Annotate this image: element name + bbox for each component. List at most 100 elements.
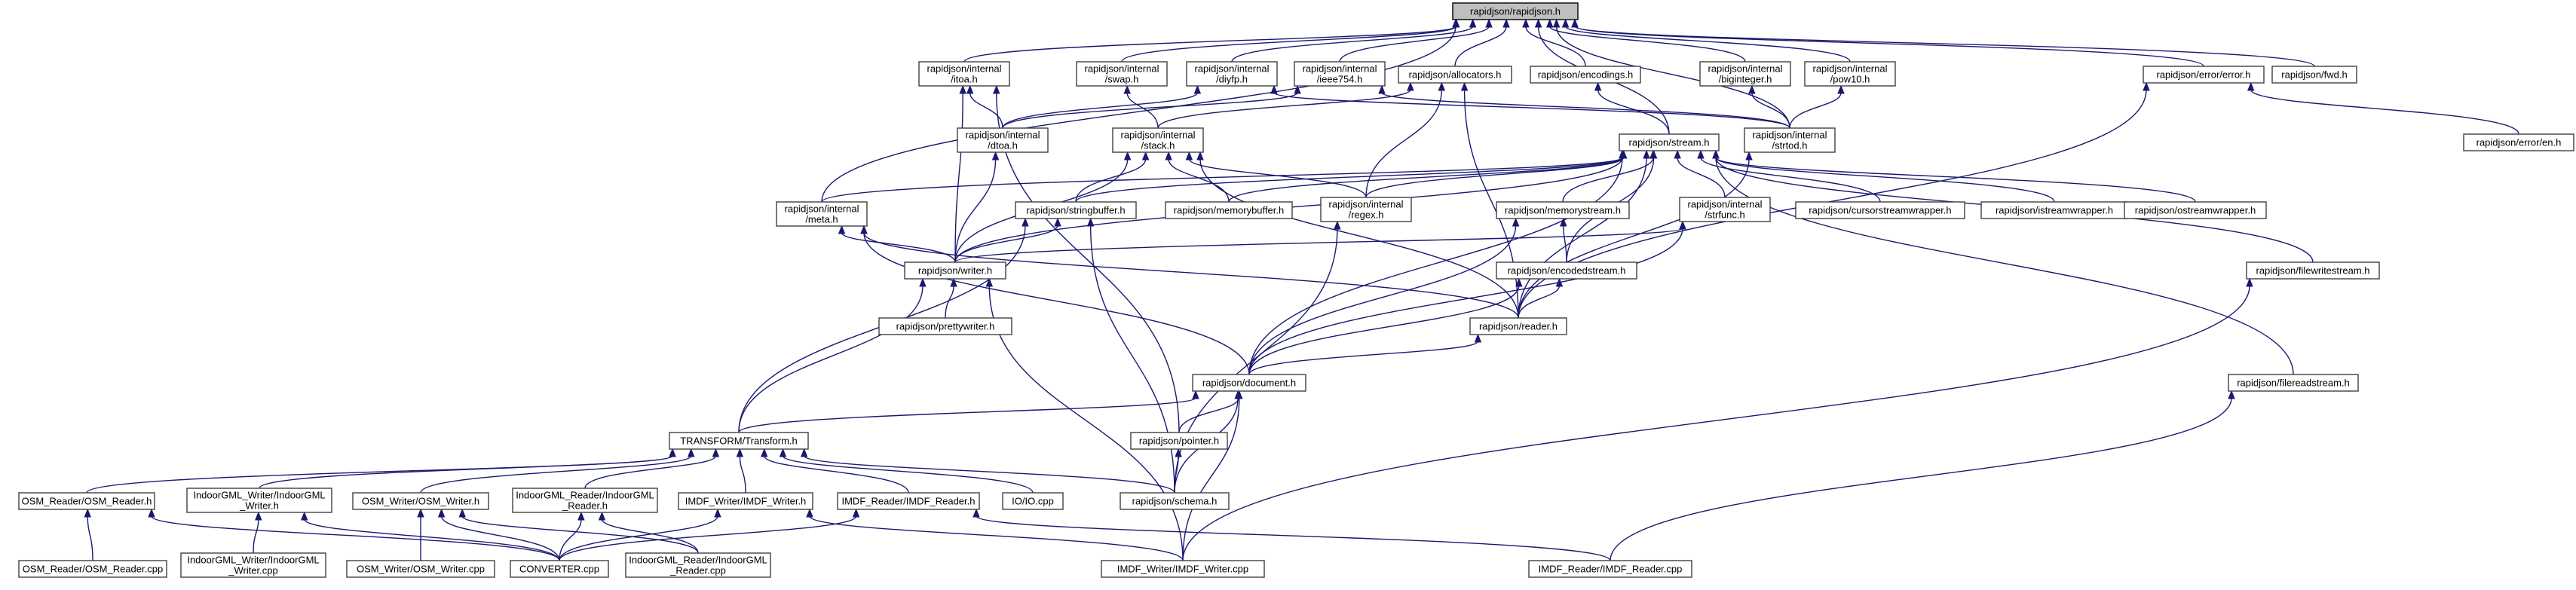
- edge-pow10-to-rapidjson: [1564, 26, 1851, 63]
- node-osm-writer-h[interactable]: OSM_Writer/OSM_Writer.h: [352, 492, 489, 510]
- node-schema[interactable]: rapidjson/schema.h: [1120, 492, 1230, 510]
- edge-schema-to-stringbuffer: [1089, 225, 1175, 494]
- edge-transform-to-writer: [738, 285, 924, 433]
- edge-strtod-to-biginteger: [1751, 92, 1790, 129]
- edge-encodings-to-rapidjson: [1525, 26, 1586, 67]
- node-io-cpp[interactable]: IO/IO.cpp: [1002, 492, 1064, 510]
- node-allocators[interactable]: rapidjson/allocators.h: [1398, 66, 1512, 84]
- edge-strtod-to-pow10: [1789, 92, 1842, 129]
- node-prettywriter[interactable]: rapidjson/prettywriter.h: [878, 317, 1012, 335]
- node-osm-writer-cpp[interactable]: OSM_Writer/OSM_Writer.cpp: [346, 560, 495, 578]
- arrowhead-indoorgml_reader_cpp-to-indoorgml_reader_h: [598, 511, 606, 521]
- edge-imdf_reader_h-to-transform: [764, 455, 909, 494]
- node-converter-cpp[interactable]: CONVERTER.cpp: [510, 560, 609, 578]
- node-ostreamwrapper[interactable]: rapidjson/ostreamwrapper.h: [2124, 201, 2267, 219]
- node-box: [776, 201, 868, 227]
- node-imdf-writer-h[interactable]: IMDF_Writer/IMDF_Writer.h: [678, 492, 813, 510]
- edge-error_en-to-error: [2250, 89, 2519, 135]
- arrowhead-strtod-to-ieee754: [1378, 84, 1386, 94]
- node-istreamwrapper[interactable]: rapidjson/istreamwrapper.h: [1980, 201, 2128, 219]
- node-indoorgml-writer-cpp[interactable]: IndoorGML_Writer/IndoorGML_Writer.cpp: [180, 552, 326, 578]
- node-biginteger[interactable]: rapidjson/internal/biginteger.h: [1699, 61, 1791, 87]
- edge-regex-to-stack: [1188, 158, 1367, 198]
- node-box: [1679, 197, 1771, 222]
- node-reader[interactable]: rapidjson/reader.h: [1469, 317, 1567, 335]
- node-box: [1530, 66, 1641, 84]
- node-osm-reader-cpp[interactable]: OSM_Reader/OSM_Reader.cpp: [18, 560, 167, 578]
- node-box: [918, 61, 1010, 87]
- node-label: /itoa.h: [951, 74, 977, 85]
- node-ieee754[interactable]: rapidjson/internal/ieee754.h: [1294, 61, 1386, 87]
- node-label: rapidjson/schema.h: [1132, 496, 1218, 507]
- edge-meta-to-rapidjson: [821, 26, 1456, 203]
- edge-stringbuffer-to-stack: [1075, 158, 1147, 203]
- node-indoorgml-reader-cpp[interactable]: IndoorGML_Reader/IndoorGML_Reader.cpp: [625, 552, 771, 578]
- node-itoa[interactable]: rapidjson/internal/itoa.h: [918, 61, 1010, 87]
- node-box: [352, 492, 489, 510]
- node-indoorgml-reader-h[interactable]: IndoorGML_Reader/IndoorGML_Reader.h: [512, 488, 658, 513]
- node-fwd[interactable]: rapidjson/fwd.h: [2271, 66, 2357, 84]
- edge-encodedstream-to-memorystream: [1563, 225, 1567, 263]
- node-stack[interactable]: rapidjson/internal/stack.h: [1112, 127, 1204, 153]
- arrowhead-strtod-to-diyfp: [1270, 84, 1278, 94]
- node-regex[interactable]: rapidjson/internal/regex.h: [1320, 197, 1412, 222]
- arrowhead-dtoa-to-diyfp: [1193, 84, 1202, 94]
- node-strfunc[interactable]: rapidjson/internal/strfunc.h: [1679, 197, 1771, 222]
- node-box: [1186, 61, 1278, 87]
- node-filewritestream[interactable]: rapidjson/filewritestream.h: [2246, 261, 2380, 280]
- node-encodedstream[interactable]: rapidjson/encodedstream.h: [1496, 261, 1637, 280]
- edge-reader-to-encodedstream: [1518, 285, 1561, 319]
- node-pointer[interactable]: rapidjson/pointer.h: [1130, 432, 1228, 450]
- node-stringbuffer[interactable]: rapidjson/stringbuffer.h: [1015, 201, 1137, 219]
- node-error-en[interactable]: rapidjson/error/en.h: [2463, 133, 2574, 151]
- node-strtod[interactable]: rapidjson/internal/strtod.h: [1744, 127, 1836, 153]
- edge-strtod-to-rapidjson: [1555, 26, 1790, 129]
- node-swap[interactable]: rapidjson/internal/swap.h: [1076, 61, 1168, 87]
- arrowhead-stack-to-swap: [1123, 84, 1131, 94]
- node-filereadstream[interactable]: rapidjson/filereadstream.h: [2228, 374, 2359, 392]
- node-pow10[interactable]: rapidjson/internal/pow10.h: [1804, 61, 1896, 87]
- edge-document-to-encodedstream: [1248, 285, 1520, 375]
- edge-imdf_reader_cpp-to-imdf_reader_h: [976, 515, 1611, 561]
- arrowhead-converter_cpp-to-indoorgml_writer_h: [300, 511, 308, 521]
- node-transform[interactable]: TRANSFORM/Transform.h: [669, 432, 809, 450]
- arrowhead-imdf_writer_cpp-to-writer: [985, 277, 994, 287]
- node-imdf-reader-h[interactable]: IMDF_Reader/IMDF_Reader.h: [837, 492, 980, 510]
- arrowhead-imdf_reader_cpp-to-filereadstream: [2228, 390, 2235, 399]
- node-writer[interactable]: rapidjson/writer.h: [904, 261, 1006, 280]
- node-encodings[interactable]: rapidjson/encodings.h: [1530, 66, 1641, 84]
- node-imdf-reader-cpp[interactable]: IMDF_Reader/IMDF_Reader.cpp: [1528, 560, 1692, 578]
- edge-strtod-to-diyfp: [1273, 92, 1790, 129]
- node-diyfp[interactable]: rapidjson/internal/diyfp.h: [1186, 61, 1278, 87]
- node-label: _Writer.h: [239, 500, 279, 512]
- node-indoorgml-writer-h[interactable]: IndoorGML_Writer/IndoorGML_Writer.h: [186, 488, 332, 513]
- arrowhead-prettywriter-to-writer: [950, 277, 957, 287]
- arrowhead-writer-to-dtoa: [991, 151, 1000, 160]
- node-imdf-writer-cpp[interactable]: IMDF_Writer/IMDF_Writer.cpp: [1101, 560, 1265, 578]
- arrowhead-stream-to-rapidjson: [1534, 18, 1542, 28]
- node-box: [18, 560, 167, 578]
- node-document[interactable]: rapidjson/document.h: [1192, 374, 1306, 392]
- node-stream[interactable]: rapidjson/stream.h: [1619, 133, 1720, 151]
- node-meta[interactable]: rapidjson/internal/meta.h: [776, 201, 868, 227]
- node-box: [1076, 61, 1168, 87]
- edge-schema-to-pointer: [1174, 455, 1179, 494]
- node-rapidjson[interactable]: rapidjson/rapidjson.h: [1452, 2, 1579, 20]
- node-dtoa[interactable]: rapidjson/internal/dtoa.h: [957, 127, 1049, 153]
- edge-itoa-to-rapidjson: [963, 26, 1456, 63]
- node-memorystream[interactable]: rapidjson/memorystream.h: [1496, 201, 1630, 219]
- node-label: rapidjson/error/error.h: [2157, 69, 2251, 81]
- node-label: IndoorGML_Writer/IndoorGML: [193, 490, 325, 501]
- node-label: rapidjson/filewritestream.h: [2256, 265, 2369, 277]
- arrowhead-indoorgml_reader_cpp-to-osm_writer_h: [458, 508, 466, 518]
- node-label: IMDF_Writer/IMDF_Writer.cpp: [1117, 564, 1248, 575]
- node-cursorstreamwrapper[interactable]: rapidjson/cursorstreamwrapper.h: [1795, 201, 1965, 219]
- node-box: [1015, 201, 1137, 219]
- edge-memorybuffer-to-stream: [1228, 157, 1623, 203]
- node-memorybuffer[interactable]: rapidjson/memorybuffer.h: [1165, 201, 1293, 219]
- edge-converter_cpp-to-indoorgml_writer_h: [304, 518, 560, 561]
- node-error[interactable]: rapidjson/error/error.h: [2143, 66, 2265, 84]
- arrowhead-memorybuffer-to-stack: [1165, 151, 1172, 160]
- node-osm-reader-h[interactable]: OSM_Reader/OSM_Reader.h: [18, 492, 155, 510]
